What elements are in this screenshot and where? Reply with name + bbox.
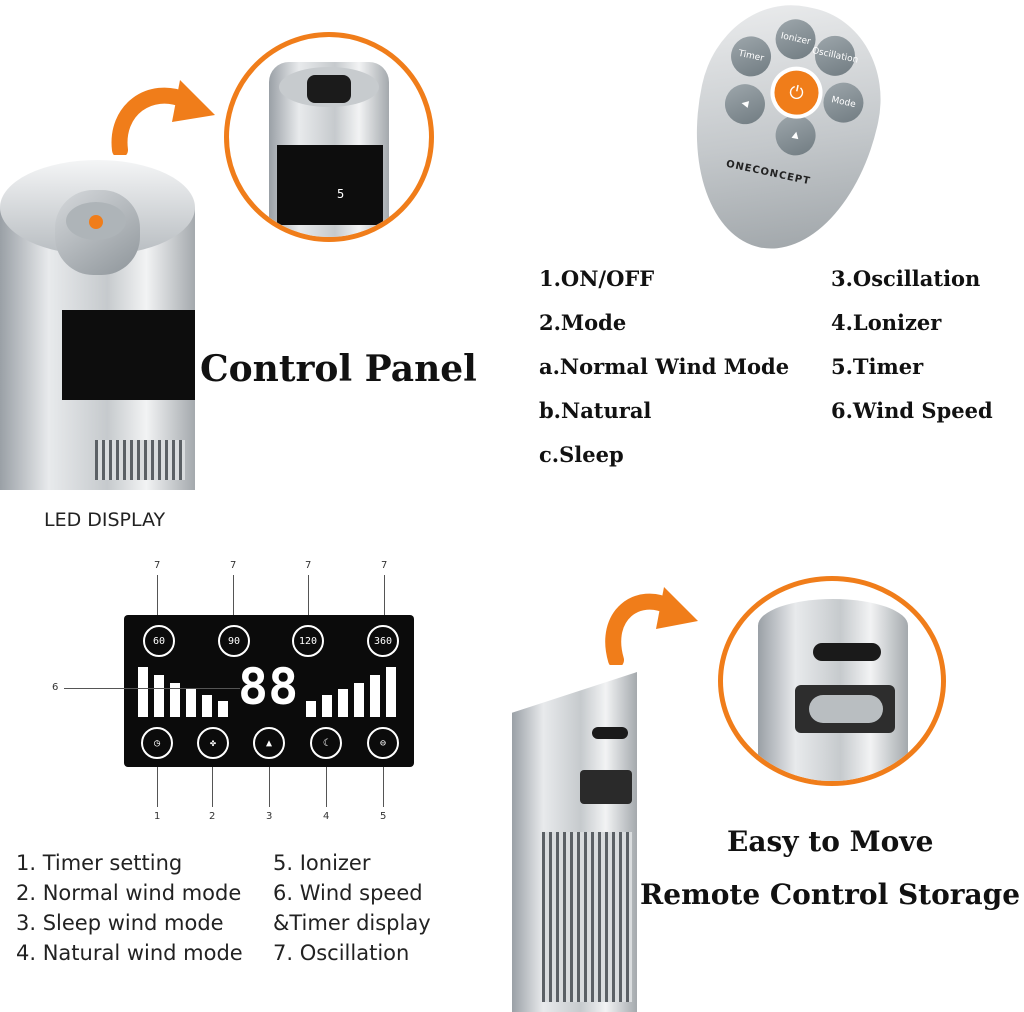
legend-item: 3. Sleep wind mode [16, 911, 224, 935]
timer-indicator: ◷ [141, 727, 173, 759]
fan-icon: ✤ [209, 737, 217, 749]
control-panel-title: Control Panel [200, 348, 477, 390]
remote-timer-button[interactable]: Timer [727, 32, 775, 81]
storage-subtitle: Remote Control Storage [640, 878, 1021, 911]
control-item: a.Normal Wind Mode [539, 354, 790, 379]
remote-mode-button[interactable]: Mode [819, 78, 868, 127]
zoom-display-digit: 5 [337, 187, 345, 201]
oscillation-360-indicator: 360 [367, 625, 399, 657]
led-digits: 88 [238, 658, 299, 716]
control-item: b.Natural [539, 398, 652, 423]
ionizer-indicator: ⊖ [367, 727, 399, 759]
callout-4: 4 [323, 811, 330, 822]
normal-wind-indicator: ✤ [197, 727, 229, 759]
remote-speed-down-button[interactable]: ◀ [721, 80, 769, 128]
callout-5: 5 [380, 811, 387, 822]
remote-oscillation-button[interactable]: Oscillation [811, 32, 859, 80]
led-display-title: LED DISPLAY [44, 509, 166, 531]
remote-control: Timer Ionizer Oscillation Mode ◀ ▲ ⏻ ONE… [671, 0, 899, 267]
storage-title: Easy to Move [727, 825, 934, 858]
legend-item: 7. Oscillation [273, 941, 410, 965]
tree-icon: ▲ [265, 737, 273, 749]
control-item: 3.Oscillation [831, 266, 981, 291]
control-item: 6.Wind Speed [831, 398, 993, 423]
oscillation-120-indicator: 120 [292, 625, 324, 657]
control-item: 2.Mode [539, 310, 627, 335]
callout-6: 6 [52, 682, 59, 693]
callout-2: 2 [209, 811, 216, 822]
tower-head-illustration [0, 160, 195, 490]
remote-brand-logo: ONECONCEPT [724, 158, 812, 188]
callout-3: 3 [266, 811, 273, 822]
legend-item: &Timer display [273, 911, 431, 935]
led-panel: 60 90 120 360 88 ◷ ✤ ▲ ☾ ⊖ [124, 615, 414, 767]
control-panel-zoom: 5 [224, 32, 434, 242]
callout-7: 7 [154, 560, 161, 571]
callout-1: 1 [154, 811, 161, 822]
arrow-up-icon: ▲ [791, 129, 801, 141]
legend-item: 2. Normal wind mode [16, 881, 242, 905]
control-item: 5.Timer [831, 354, 924, 379]
power-icon: ⏻ [787, 80, 806, 105]
curved-arrow-icon [111, 80, 215, 155]
oscillation-60-indicator: 60 [143, 625, 175, 657]
legend-item: 6. Wind speed [273, 881, 423, 905]
control-item: 1.ON/OFF [539, 266, 655, 291]
moon-icon: ☾ [322, 737, 330, 749]
oscillation-90-indicator: 90 [218, 625, 250, 657]
legend-item: 1. Timer setting [16, 851, 183, 875]
sleep-wind-indicator: ☾ [310, 727, 342, 759]
natural-wind-indicator: ▲ [253, 727, 285, 759]
callout-7: 7 [305, 560, 312, 571]
callout-7: 7 [381, 560, 388, 571]
curved-arrow-icon [605, 587, 698, 665]
legend-item: 4. Natural wind mode [16, 941, 243, 965]
clock-icon: ◷ [153, 737, 161, 749]
storage-zoom [718, 576, 946, 786]
callout-7: 7 [230, 560, 237, 571]
control-item: c.Sleep [539, 442, 624, 467]
remote-power-button[interactable]: ⏻ [765, 61, 828, 124]
control-item: 4.Lonizer [831, 310, 942, 335]
legend-item: 5. Ionizer [273, 851, 371, 875]
ionizer-icon: ⊖ [379, 737, 387, 749]
tower-side-illustration [512, 672, 637, 1012]
arrow-left-icon: ◀ [740, 98, 750, 110]
